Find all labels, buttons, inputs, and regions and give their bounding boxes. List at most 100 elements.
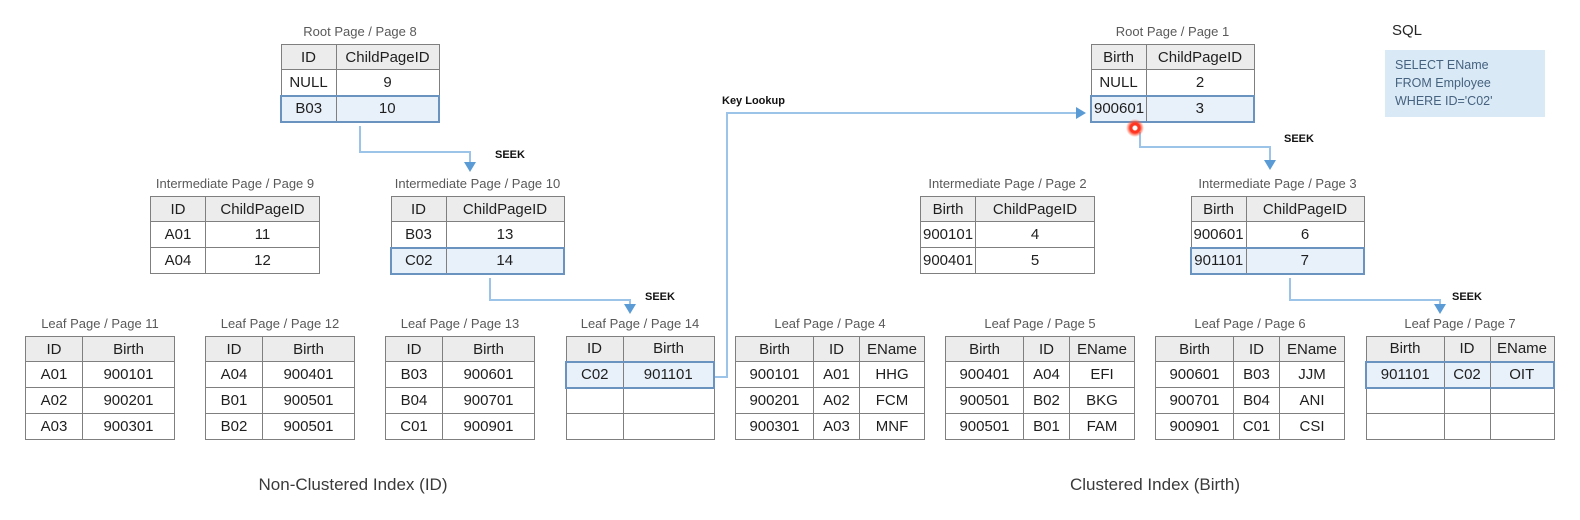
seek-label-3: SEEK <box>1284 133 1314 145</box>
table-cell: 901101 <box>1365 361 1445 388</box>
table-cell: A01 <box>150 221 206 248</box>
table-cell <box>622 387 715 414</box>
table-cell: C01 <box>385 413 443 440</box>
table-cell: B02 <box>1023 387 1070 414</box>
table-cell: 4 <box>975 221 1095 248</box>
table-cell <box>1365 413 1445 440</box>
table-cell: A03 <box>813 413 860 440</box>
table-cell: 900501 <box>945 413 1024 440</box>
column-header: ChildPageID <box>1245 196 1365 222</box>
table-cell: EFI <box>1069 361 1135 388</box>
table-cell: B03 <box>1233 361 1280 388</box>
column-header: Birth <box>1155 336 1234 362</box>
table-cell: 900601 <box>1190 221 1247 248</box>
sql-line: FROM Employee <box>1395 75 1491 90</box>
table-cell: 900301 <box>735 413 814 440</box>
table-cell <box>1443 387 1491 414</box>
column-header: ID <box>390 196 447 222</box>
column-header: EName <box>1489 336 1555 362</box>
click-indicator-dot <box>1126 119 1144 137</box>
table-row <box>1365 387 1555 414</box>
sql-line: SELECT EName <box>1395 58 1489 72</box>
page-title: Leaf Page / Page 13 <box>400 316 520 331</box>
table-cell: 900501 <box>945 387 1024 414</box>
table-cell: 3 <box>1145 95 1255 122</box>
column-header: Birth <box>82 336 175 362</box>
page-title: Leaf Page / Page 14 <box>580 316 700 331</box>
table-cell: B02 <box>205 413 263 440</box>
seek-label-2: SEEK <box>645 291 675 303</box>
table-cell: 11 <box>205 221 320 248</box>
clustered-index-caption: Clustered Index (Birth) <box>1069 475 1241 494</box>
page-title: Leaf Page / Page 7 <box>1404 316 1516 331</box>
sql-line: WHERE ID='C02' <box>1395 93 1493 108</box>
table-cell: CSI <box>1279 413 1345 440</box>
column-header: ID <box>1443 336 1491 362</box>
table-cell: B04 <box>385 387 443 414</box>
table-cell: 900501 <box>262 387 355 414</box>
table-cell: BKG <box>1069 387 1135 414</box>
table-cell: 901101 <box>1190 247 1247 274</box>
column-header: ChildPageID <box>1145 44 1255 70</box>
column-header: ID <box>280 44 337 70</box>
table-cell: 900401 <box>262 361 355 388</box>
table-cell: C02 <box>565 361 624 388</box>
sql-panel-title: SQL <box>1392 22 1423 39</box>
table-cell: 900501 <box>262 413 355 440</box>
table-cell: 900101 <box>920 221 976 248</box>
table-cell: FCM <box>859 387 925 414</box>
table-cell: 900701 <box>442 387 535 414</box>
column-header: ID <box>150 196 206 222</box>
table-cell: A01 <box>813 361 860 388</box>
column-header: ChildPageID <box>205 196 320 222</box>
table-cell: 900201 <box>735 387 814 414</box>
table-cell: B04 <box>1233 387 1280 414</box>
column-header: ID <box>25 336 83 362</box>
page-title: Leaf Page / Page 6 <box>1194 316 1306 331</box>
page-title: Intermediate Page / Page 2 <box>928 176 1087 191</box>
page-title: Leaf Page / Page 5 <box>984 316 1096 331</box>
column-header: Birth <box>442 336 535 362</box>
